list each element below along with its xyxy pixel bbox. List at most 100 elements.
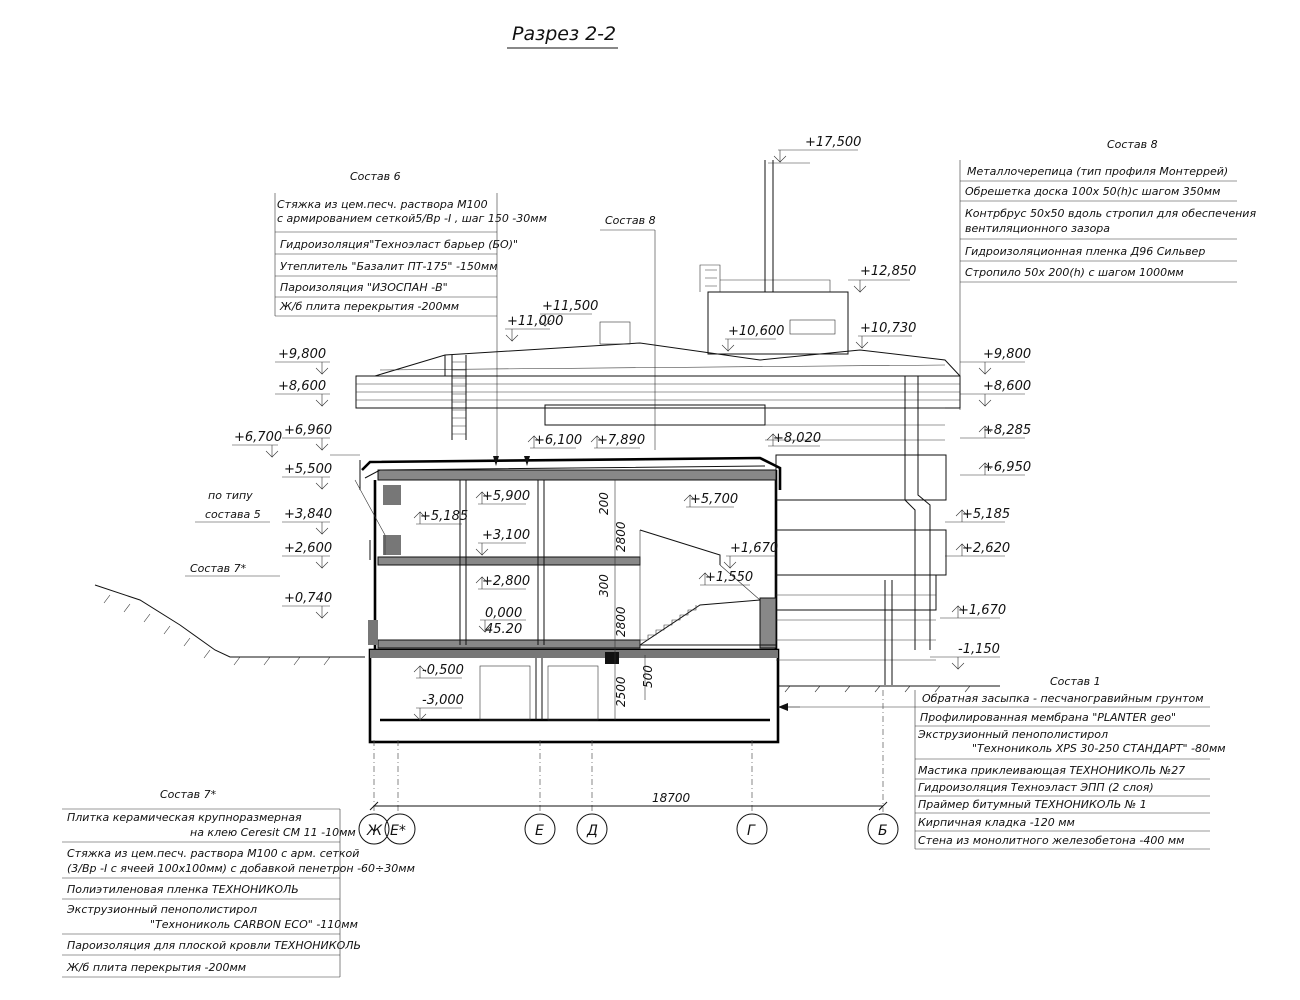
span-dimension: 18700 — [652, 791, 691, 805]
axis-label: Г — [747, 823, 756, 839]
level-mark: +5,500 — [284, 462, 332, 477]
spec6-row: Ж/б плита перекрытия -200мм — [279, 300, 459, 313]
level-mark: +2,800 — [482, 574, 530, 589]
axis-label: Е — [535, 823, 544, 839]
level-mark: +10,730 — [860, 321, 916, 336]
level-mark: +5,185 — [962, 507, 1010, 522]
level-mark: +1,670 — [730, 541, 778, 556]
sostava5-label: состава 5 — [205, 508, 261, 521]
spec7-row: Пароизоляция для плоской кровли ТЕХНОНИК… — [67, 939, 361, 952]
level-mark: +1,550 — [705, 570, 753, 585]
level-mark: +8,600 — [278, 379, 326, 394]
drawing-title: Разрез 2-2 — [512, 23, 616, 45]
spec8-row: Обрешетка доска 100х 50(h)с шагом 350мм — [965, 185, 1220, 198]
spec7-row: Экструзионный пенополистирол — [66, 903, 257, 916]
axis-label: Е* — [390, 823, 406, 839]
spec1-heading: Состав 1 — [1050, 675, 1101, 688]
spec6-row: Утеплитель "Базалит ПТ-175" -150мм — [280, 260, 498, 273]
level-mark: +2,620 — [962, 541, 1010, 556]
level-mark: -1,150 — [958, 642, 1000, 657]
spec6-heading: Состав 6 — [350, 170, 401, 183]
level-mark: 45.20 — [485, 622, 522, 637]
spec8-row: Контрбрус 50х50 вдоль стропил для обеспе… — [965, 207, 1256, 220]
basement-structure — [368, 648, 780, 744]
spec6-row: Гидроизоляция"Техноэласт барьер (БО)" — [280, 238, 518, 251]
spec6-block: Состав 6 Стяжка из цем.песч. раствора М1… — [274, 170, 547, 460]
level-mark: +6,100 — [534, 433, 582, 448]
dim-2500: 2500 — [614, 676, 628, 707]
spec1-row: Праймер битумный ТЕХНОНИКОЛЬ № 1 — [918, 798, 1147, 811]
dim-200: 200 — [597, 492, 611, 515]
level-mark: +7,890 — [597, 433, 645, 448]
upper-block — [355, 160, 961, 685]
axis-marker-zh — [358, 813, 390, 845]
level-mark: +11,500 — [542, 299, 598, 314]
spec6-row: Стяжка из цем.песч. раствора М100 — [277, 198, 488, 211]
spec7-row: на клею Ceresit СМ 11 -10мм — [190, 826, 356, 839]
level-mark: +1,670 — [958, 603, 1006, 618]
dim-500: 500 — [641, 665, 655, 688]
level-mark: +9,800 — [278, 347, 326, 362]
spec6-row: с армированием сеткой5/Вр -I , шаг 150 -… — [277, 212, 547, 225]
axis-label: Б — [878, 823, 888, 839]
terrace-roof — [330, 454, 782, 555]
dim-2800-lower: 2800 — [614, 606, 628, 637]
level-mark: +11,000 — [507, 314, 563, 329]
level-mark: -0,500 — [422, 663, 464, 678]
level-mark: +8,600 — [983, 379, 1031, 394]
building-section — [368, 469, 778, 650]
level-mark: +5,185 — [420, 509, 468, 524]
level-mark: +6,960 — [284, 423, 332, 438]
spec8-row: Стропило 50х 200(h) с шагом 1000мм — [965, 266, 1184, 279]
spec1-row: Мастика приклеивающая ТЕХНОНИКОЛЬ №27 — [918, 764, 1185, 777]
level-mark: +5,700 — [690, 492, 738, 507]
spec1-row: Профилированная мембрана "PLANTER geo" — [920, 711, 1176, 724]
dim-2800-upper: 2800 — [614, 521, 628, 552]
level-mark: +12,850 — [860, 264, 916, 279]
level-marks: +9,800 +8,600 +6,700 +6,960 +5,500 +3,84… — [232, 135, 1031, 721]
spec1-row: Обратная засыпка - песчаногравийным грун… — [922, 692, 1204, 705]
level-mark: +17,500 — [805, 135, 861, 150]
spec8-heading: Состав 8 — [1107, 138, 1158, 151]
vertical-dimensions: 200 2800 300 2800 2500 500 — [597, 480, 655, 720]
level-mark: +8,020 — [773, 431, 821, 446]
dim-300: 300 — [597, 574, 611, 597]
level-mark: +8,285 — [983, 423, 1031, 438]
axis-label: Ж — [366, 823, 383, 839]
spec7-row: (3/Вр -I с ячеей 100х100мм) с добавкой п… — [67, 862, 415, 875]
level-mark: +6,700 — [234, 430, 282, 445]
spec8-row: Металлочерепица (тип профиля Монтеррей) — [967, 165, 1228, 178]
level-mark: +5,900 — [482, 489, 530, 504]
terrain-left — [94, 584, 365, 666]
spec7-row: "Технониколь CARBON ECO" -110мм — [150, 918, 358, 931]
axis-marker-g — [736, 813, 768, 845]
spec1-row: Кирпичная кладка -120 мм — [918, 816, 1075, 829]
spec1-block: Состав 1 Обратная засыпка - песчанограви… — [780, 675, 1226, 850]
spec7-row: Полиэтиленовая пленка ТЕХНОНИКОЛЬ — [67, 883, 299, 896]
level-mark: 0,000 — [485, 606, 522, 621]
spec7-row: Стяжка из цем.песч. раствора М100 с арм.… — [67, 847, 359, 860]
level-mark: +10,600 — [728, 324, 784, 339]
sostav7-label: Состав 7* — [190, 562, 247, 575]
spec7-row: Плитка керамическая крупноразмерная — [67, 811, 302, 824]
spec7-row: Ж/б плита перекрытия -200мм — [66, 961, 246, 974]
axis-marker-e — [524, 813, 556, 845]
po-tipu-label: по типу — [208, 489, 253, 502]
level-mark: +2,600 — [284, 541, 332, 556]
axis-grid: 18700 Ж Е* Е Д Г Б — [358, 690, 899, 845]
spec1-row: "Технониколь XPS 30-250 СТАНДАРТ" -80мм — [972, 742, 1226, 755]
axis-marker-b — [867, 813, 899, 845]
spec6-row: Пароизоляция "ИЗОСПАН -В" — [280, 281, 448, 294]
level-mark: +3,100 — [482, 528, 530, 543]
level-mark: +9,800 — [983, 347, 1031, 362]
spec1-row: Гидроизоляция Техноэласт ЭПП (2 слоя) — [918, 781, 1154, 794]
spec1-row: Стена из монолитного железобетона -400 м… — [918, 834, 1184, 847]
spec8-block: Состав 8 Металлочерепица (тип профиля Мо… — [959, 138, 1256, 410]
axis-marker-e-star — [384, 813, 416, 845]
axis-label: Д — [586, 823, 598, 839]
spec7-block: Состав 7* Плитка керамическая крупноразм… — [62, 788, 415, 978]
level-mark: -3,000 — [422, 693, 464, 708]
axis-marker-d — [576, 813, 608, 845]
level-mark: +6,950 — [983, 460, 1031, 475]
